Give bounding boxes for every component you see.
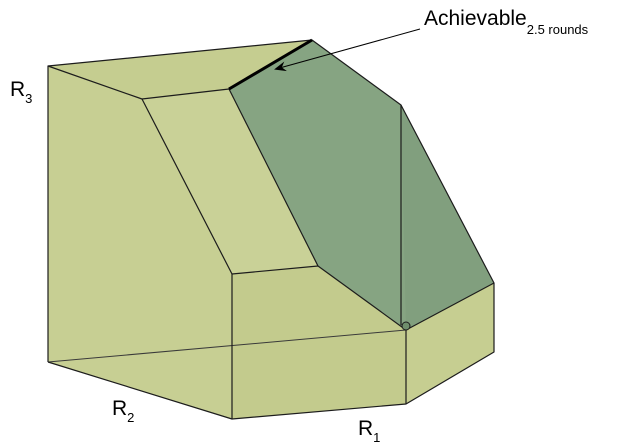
achievable-face-shade <box>401 105 494 330</box>
edges <box>47 39 495 420</box>
achievable-boundary-edge <box>228 38 313 91</box>
edge-slope-right <box>228 88 319 267</box>
axis-label-r2: R2 <box>112 397 134 425</box>
face-top <box>48 40 312 99</box>
achievable-label-sub: 2.5 rounds <box>527 22 589 37</box>
axis-label-r1-sub: 1 <box>373 430 380 445</box>
axis-label-r3-main: R <box>10 78 25 101</box>
face-middle-slope <box>142 89 318 274</box>
axis-label-r1: R1 <box>358 417 380 445</box>
edge-slope-left <box>141 98 233 275</box>
axis-label-r3-sub: 3 <box>25 91 32 106</box>
axis-label-r1-main: R <box>358 417 373 440</box>
face-left <box>48 66 232 419</box>
face-right-lower <box>406 283 494 404</box>
polytope-faces <box>48 40 494 419</box>
axis-label-r2-main: R <box>112 397 127 420</box>
edge-front-top <box>231 265 319 275</box>
edge-corner-right <box>405 282 495 331</box>
achievable-arrow <box>274 28 421 72</box>
back-edge-diagonal <box>47 329 407 363</box>
face-front <box>232 266 406 419</box>
achievable-label-main: Achievable <box>424 7 527 30</box>
achievable-label: Achievable2.5 rounds <box>424 7 589 37</box>
edge-top-inner-2 <box>141 88 230 100</box>
edge-top-inner-1 <box>47 65 143 100</box>
edge-ridge <box>317 265 407 331</box>
corner-point <box>401 321 411 331</box>
axis-label-r2-sub: 2 <box>127 410 134 425</box>
achievable-region <box>229 40 494 330</box>
axis-label-r3: R3 <box>10 78 32 106</box>
back-edges <box>47 329 407 363</box>
